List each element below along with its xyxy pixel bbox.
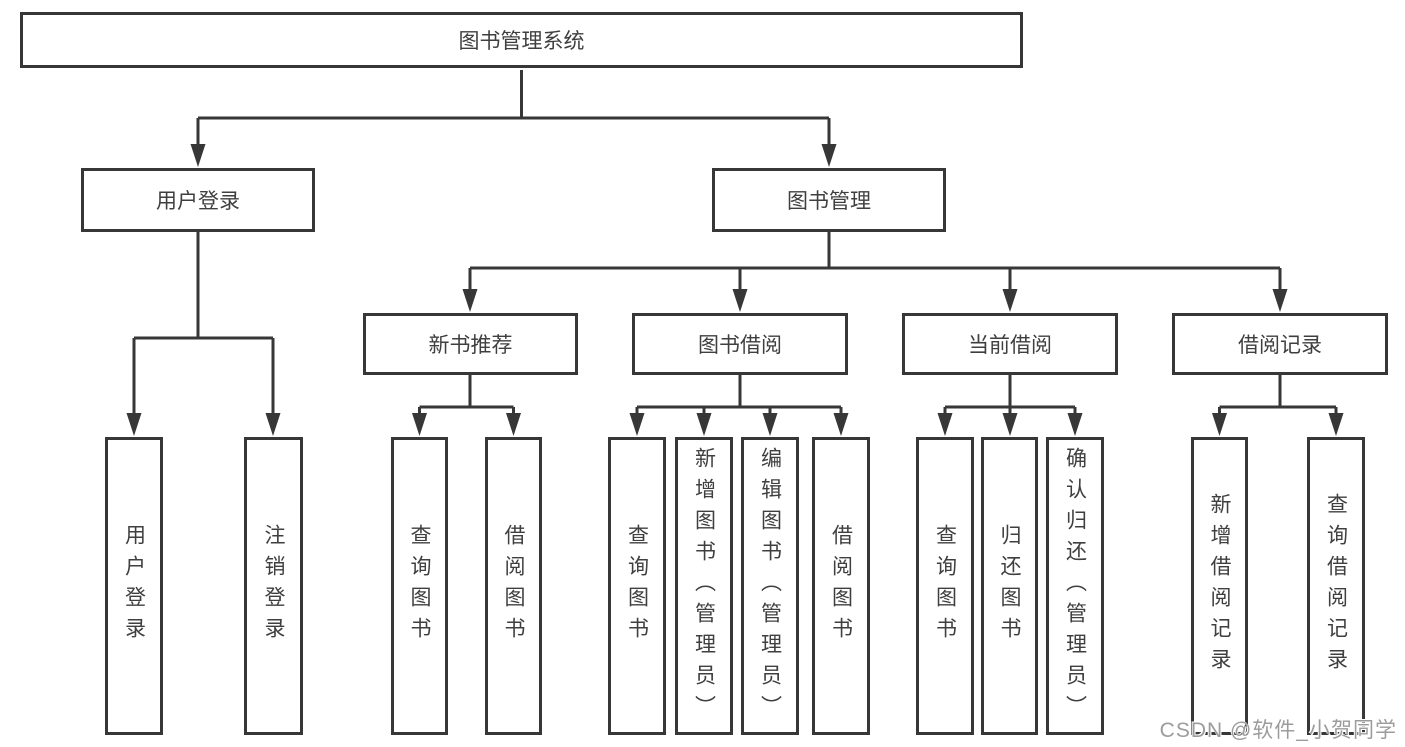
arrow-down-icon xyxy=(190,144,206,167)
node-label: 新增图书（管理员） xyxy=(692,446,716,726)
node-label: 新增借阅记录 xyxy=(1208,493,1232,679)
node-label: 用户登录 xyxy=(122,524,146,648)
node-borrow-records: 借阅记录 xyxy=(1172,313,1388,375)
node-new-book-recommend: 新书推荐 xyxy=(363,313,578,375)
arrow-down-icon xyxy=(126,413,142,436)
connector-user-login-to-leaves xyxy=(126,232,281,436)
node-current-borrow: 当前借阅 xyxy=(902,313,1118,375)
arrow-down-icon xyxy=(265,413,281,436)
arrow-down-icon xyxy=(1272,289,1288,312)
connector-book-borrow-to-leaves xyxy=(629,375,849,436)
arrow-down-icon xyxy=(833,413,849,436)
leaf-current-confirm-return-admin: 确认归还（管理员） xyxy=(1046,437,1104,735)
arrow-down-icon xyxy=(696,413,712,436)
node-label: 借阅图书 xyxy=(829,524,853,648)
leaf-current-query-books: 查询图书 xyxy=(916,437,974,735)
node-label: 查询图书 xyxy=(933,524,957,648)
arrow-down-icon xyxy=(937,413,953,436)
node-book-borrow: 图书借阅 xyxy=(632,313,848,375)
leaf-borrow-add-books-admin: 新增图书（管理员） xyxy=(675,437,733,735)
node-label: 归还图书 xyxy=(998,524,1022,648)
arrow-down-icon xyxy=(1002,289,1018,312)
arrow-down-icon xyxy=(1328,413,1344,436)
node-label: 图书借阅 xyxy=(698,334,782,357)
connector-current-borrow-to-leaves xyxy=(937,375,1083,436)
leaf-records-add-record: 新增借阅记录 xyxy=(1191,437,1248,735)
node-label: 注销登录 xyxy=(262,524,286,648)
leaf-borrow-query-books: 查询图书 xyxy=(608,437,666,735)
leaf-borrow-edit-books-admin: 编辑图书（管理员） xyxy=(741,437,799,735)
node-label: 编辑图书（管理员） xyxy=(758,446,782,726)
leaf-current-return-books: 归还图书 xyxy=(981,437,1038,735)
leaf-logout-login: 注销登录 xyxy=(244,437,303,735)
node-label: 查询借阅记录 xyxy=(1324,493,1348,679)
node-book-management: 图书管理 xyxy=(712,168,946,232)
arrow-down-icon xyxy=(412,413,427,436)
leaf-user-login: 用户登录 xyxy=(105,437,163,735)
arrow-down-icon xyxy=(732,289,748,312)
node-label: 图书管理 xyxy=(787,190,871,213)
leaf-borrow-borrow-books: 借阅图书 xyxy=(812,437,870,735)
arrow-down-icon xyxy=(506,413,521,436)
node-label: 新书推荐 xyxy=(428,334,513,357)
connector-borrow-records-to-leaves xyxy=(1212,375,1344,436)
node-root-system: 图书管理系统 xyxy=(20,12,1023,68)
connector-new-book-to-leaves xyxy=(412,375,521,436)
connector-book-mgmt-to-level3 xyxy=(462,232,1288,312)
csdn-watermark: CSDN @软件_小贺同学 xyxy=(1159,719,1397,742)
arrow-down-icon xyxy=(629,413,645,436)
node-label: 借阅记录 xyxy=(1238,334,1322,357)
node-user-login: 用户登录 xyxy=(81,168,315,232)
node-label: 当前借阅 xyxy=(968,334,1052,357)
node-label: 用户登录 xyxy=(156,190,240,213)
connector-root-to-level2 xyxy=(190,70,837,167)
node-label: 图书管理系统 xyxy=(458,30,585,53)
leaf-records-query-record: 查询借阅记录 xyxy=(1307,437,1365,735)
node-label: 查询图书 xyxy=(625,524,649,648)
arrow-down-icon xyxy=(1067,413,1083,436)
node-label: 借阅图书 xyxy=(502,524,526,648)
arrow-down-icon xyxy=(462,289,478,312)
node-label: 查询图书 xyxy=(408,524,432,648)
arrow-down-icon xyxy=(1002,413,1018,436)
node-label: 确认归还（管理员） xyxy=(1063,446,1087,726)
leaf-newbook-query-books: 查询图书 xyxy=(391,437,448,735)
arrow-down-icon xyxy=(762,413,778,436)
arrow-down-icon xyxy=(1212,413,1227,436)
arrow-down-icon xyxy=(821,144,837,167)
leaf-newbook-borrow-books: 借阅图书 xyxy=(485,437,542,735)
